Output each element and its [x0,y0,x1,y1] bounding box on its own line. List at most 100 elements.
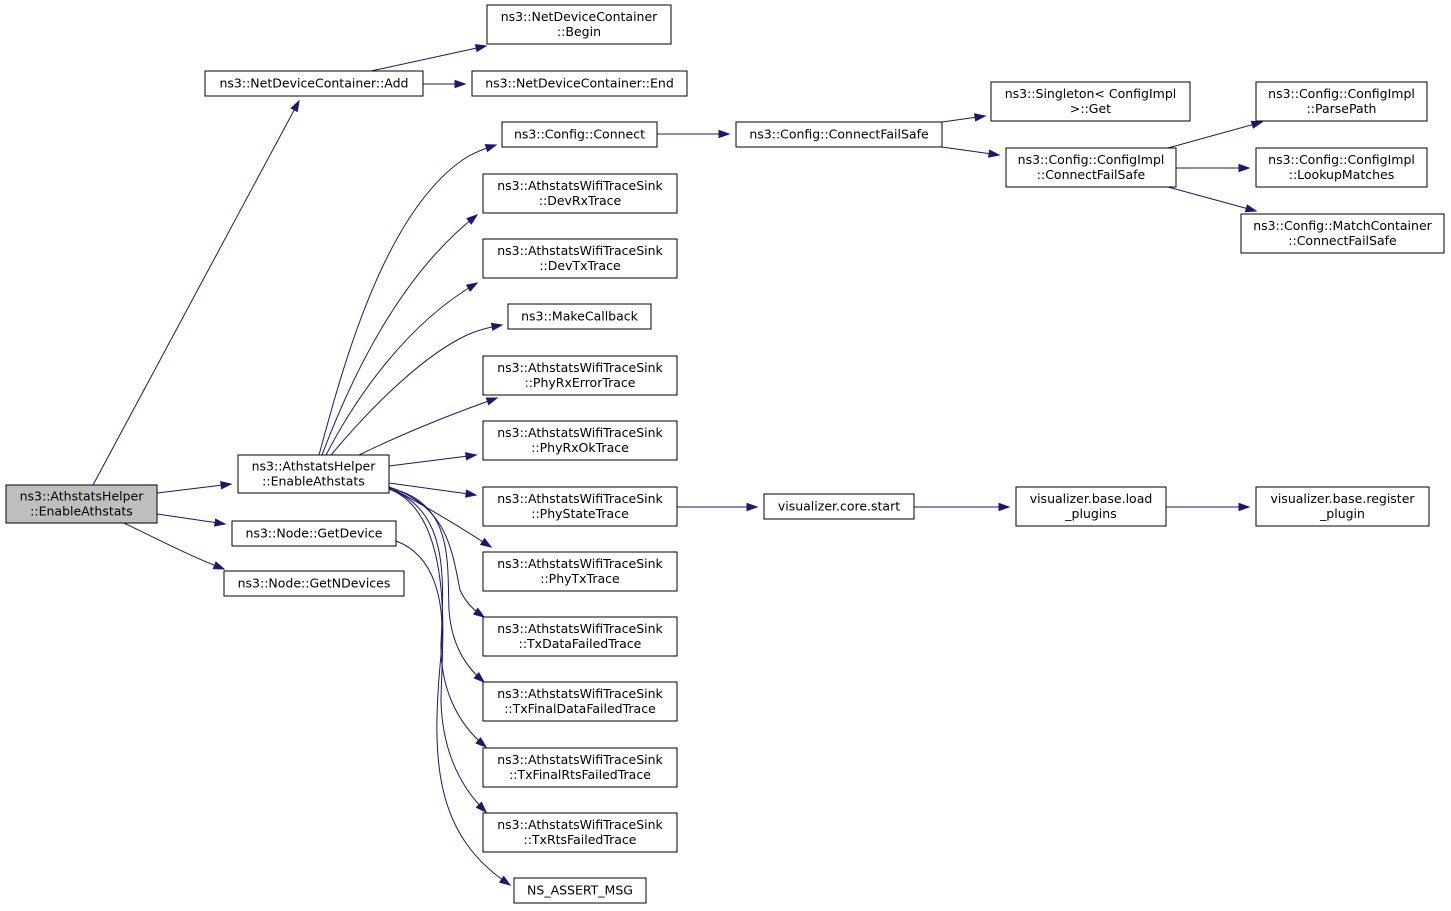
node-sink-txrtsfailed[interactable]: ns3::AthstatsWifiTraceSink::TxRtsFailedT… [482,812,678,853]
arrowhead [479,537,493,548]
edge-line [388,488,487,748]
arrowhead [498,875,512,886]
node-box [482,173,678,214]
node-viz-core-start[interactable]: visualizer.core.start [763,493,915,520]
node-viz-base-load[interactable]: visualizer.base.load_plugins [1015,486,1167,527]
edge-line [388,487,485,683]
node-sink-devtx[interactable]: ns3::AthstatsWifiTraceSink::DevTxTrace [482,238,678,279]
node-label-line: ns3::NetDeviceContainer::End [485,76,674,91]
node-sink-txfinaldatafailed[interactable]: ns3::AthstatsWifiTraceSink::TxFinalDataF… [482,681,678,722]
edge-root-to-node_getndevices [123,522,226,570]
node-label-line: ns3::Config::ConfigImpl [1268,86,1415,101]
node-label-line: ::TxFinalRtsFailedTrace [509,767,651,782]
node-label-line: _plugins [1064,506,1116,521]
node-label-line: visualizer.core.start [778,499,900,514]
node-label-line: ::LookupMatches [1289,167,1395,182]
node-box [482,812,678,853]
node-configimpl-cfs[interactable]: ns3::Config::ConfigImpl::ConnectFailSafe [1005,147,1177,188]
arrowhead [988,149,1001,158]
node-label-line: ::DevRxTrace [539,193,622,208]
node-label-line: ns3::Config::ConnectFailSafe [749,127,929,142]
node-box [482,486,678,527]
node-matchcontainer-cfs[interactable]: ns3::Config::MatchContainer::ConnectFail… [1240,213,1445,254]
arrowhead [490,322,504,331]
arrowhead [214,518,227,527]
node-label-line: ns3::AthstatsWifiTraceSink [497,817,663,832]
node-sink-phystate[interactable]: ns3::AthstatsWifiTraceSink::PhyStateTrac… [482,486,678,527]
node-root: ns3::AthstatsHelper::EnableAthstats [5,484,158,524]
node-sink-txfinalrtsfailed[interactable]: ns3::AthstatsWifiTraceSink::TxFinalRtsFa… [482,747,678,788]
node-ndc-add[interactable]: ns3::NetDeviceContainer::Add [204,70,424,97]
node-node-getdevice[interactable]: ns3::Node::GetDevice [231,520,397,547]
node-label-line: ::ConnectFailSafe [1037,167,1146,182]
arrowhead [1250,120,1264,129]
node-box [501,121,658,148]
node-box [486,4,672,45]
node-box [1005,147,1177,188]
edge-viz_core_start-to-viz_base_load [914,502,1011,512]
node-configimpl-parsepath[interactable]: ns3::Config::ConfigImpl::ParsePath [1255,81,1428,122]
node-helper-enable[interactable]: ns3::AthstatsHelper::EnableAthstats [237,454,390,494]
node-label-line: visualizer.base.load [1030,491,1153,506]
edge-line [330,324,503,456]
edge-helper_enable-to-sink_txfinaldatafailed [388,487,486,684]
node-makecallback[interactable]: ns3::MakeCallback [507,303,652,330]
node-label-line: ::ConnectFailSafe [1288,233,1397,248]
edge-config_connectfailsafe-to-configimpl_cfs [941,146,1001,158]
arrowhead [475,801,488,814]
node-configimpl-lookup[interactable]: ns3::Config::ConfigImpl::LookupMatches [1255,147,1428,188]
arrowhead [1244,204,1258,213]
edge-helper_enable-to-sink_phyrxok [388,452,478,467]
edge-helper_enable-to-sink_phytx [388,486,493,548]
edge-line [321,214,478,456]
node-label-line: ns3::AthstatsWifiTraceSink [497,425,663,440]
node-ndc-begin[interactable]: ns3::NetDeviceContainer::Begin [486,4,672,45]
edge-line [123,522,225,570]
node-config-connect[interactable]: ns3::Config::Connect [501,121,658,148]
node-sink-phytx[interactable]: ns3::AthstatsWifiTraceSink::PhyTxTrace [482,551,678,592]
node-config-connectfailsafe[interactable]: ns3::Config::ConnectFailSafe [735,121,943,148]
edge-helper_enable-to-sink_devtx [325,282,479,456]
node-sink-phyrxerror[interactable]: ns3::AthstatsWifiTraceSink::PhyRxErrorTr… [482,355,678,396]
node-node-getndevices[interactable]: ns3::Node::GetNDevices [223,570,405,597]
edge-line [156,513,226,525]
node-label-line: ns3::AthstatsWifiTraceSink [497,360,663,375]
edge-helper_enable-to-sink_phystate [388,482,478,498]
edge-line [388,486,492,548]
arrowhead [484,144,498,153]
node-label-line: ns3::Config::ConfigImpl [1018,152,1165,167]
node-label-line: >::Get [1070,101,1111,116]
node-label-line: ns3::Config::Connect [514,127,645,142]
edge-configimpl_cfs-to-configimpl_parsepath [1167,120,1264,149]
node-box [204,70,424,97]
node-box [471,70,688,97]
edge-helper_enable-to-sink_phyrxerror [358,397,499,456]
edge-sink_phystate-to-viz_core_start [677,502,759,512]
arrowhead [212,561,226,570]
edge-configimpl_cfs-to-configimpl_lookup [1176,163,1251,173]
node-box [507,303,652,330]
arrowhead [718,129,731,139]
arrowhead [465,489,478,498]
node-sink-phyrxok[interactable]: ns3::AthstatsWifiTraceSink::PhyRxOkTrace [482,420,678,461]
node-ns-assert-msg[interactable]: NS_ASSERT_MSG [513,877,647,904]
edge-config_connectfailsafe-to-singleton_get [941,113,987,123]
node-sink-txdatafailed[interactable]: ns3::AthstatsWifiTraceSink::TxDataFailed… [482,616,678,657]
node-box [482,616,678,657]
node-label-line: ns3::AthstatsWifiTraceSink [497,752,663,767]
arrowhead [454,79,467,89]
arrowhead [466,214,479,225]
node-ndc-end[interactable]: ns3::NetDeviceContainer::End [471,70,688,97]
node-sink-devrx[interactable]: ns3::AthstatsWifiTraceSink::DevRxTrace [482,173,678,214]
edges-layer [92,44,1264,886]
node-box [223,570,405,597]
edge-line [388,454,477,467]
node-singleton-get[interactable]: ns3::Singleton< ConfigImpl >::Get [990,81,1191,122]
edge-viz_base_load-to-viz_base_register [1166,502,1251,512]
node-box [1255,486,1430,527]
node-label-line: ns3::AthstatsWifiTraceSink [497,178,663,193]
node-box [1255,81,1428,122]
node-label-line: ns3::AthstatsHelper [252,459,377,474]
node-box [482,420,678,461]
node-viz-base-register[interactable]: visualizer.base.register_plugin [1255,486,1430,527]
